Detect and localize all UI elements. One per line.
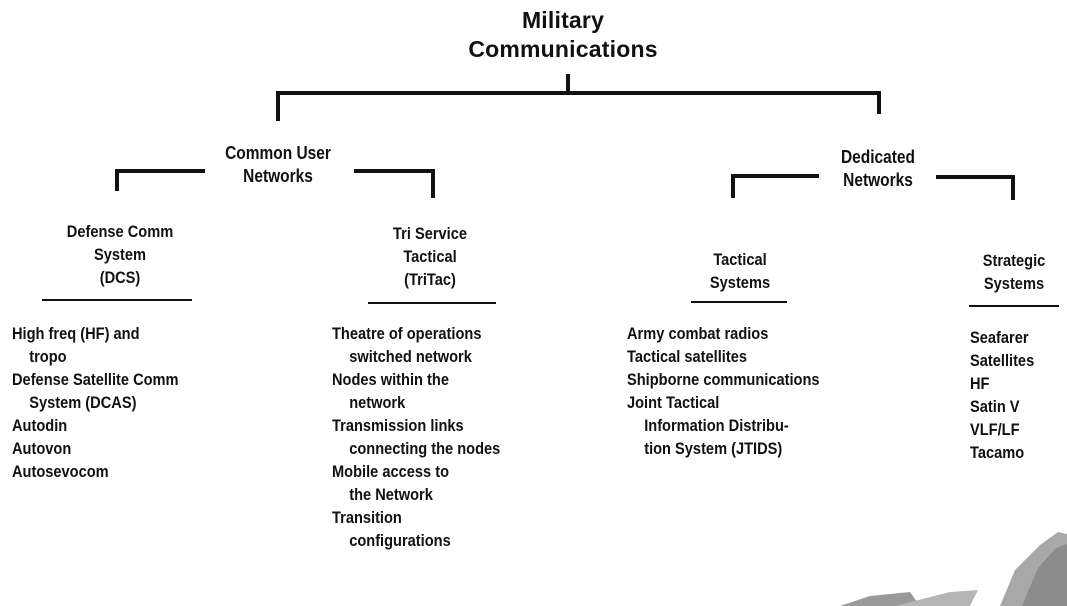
- list-item: Autodin: [12, 416, 68, 435]
- strategic-heading-line-1: Strategic: [982, 251, 1046, 270]
- dedicated-label-line-1: Dedicated: [841, 147, 915, 167]
- list-item: Tacamo: [970, 443, 1025, 462]
- list-item: Information Distribu-: [644, 416, 789, 435]
- strategic-heading-line-2: Systems: [983, 274, 1045, 293]
- title-line-1: Military: [521, 7, 605, 33]
- list-item: switched network: [349, 347, 472, 366]
- dcs-item-list: High freq (HF) and tropo Defense Satelli…: [12, 322, 179, 483]
- dcs-heading-line-2: System: [93, 245, 147, 264]
- list-item: network: [349, 393, 406, 412]
- tritac-heading-line-3: (TriTac): [404, 270, 456, 289]
- list-item: Autovon: [12, 439, 72, 458]
- list-item: Satellites: [970, 351, 1035, 370]
- strategic-heading-rule: [969, 305, 1059, 307]
- list-item: HF: [970, 374, 990, 393]
- dcs-heading: Defense Comm System (DCS): [34, 220, 206, 289]
- list-item: Satin V: [970, 397, 1020, 416]
- title-line-2: Communications: [468, 36, 658, 62]
- tactical-item-list: Army combat radios Tactical satellites S…: [627, 322, 820, 460]
- tritac-heading-line-2: Tactical: [403, 247, 457, 266]
- list-item: Shipborne communications: [627, 370, 820, 389]
- list-item: Joint Tactical: [627, 393, 720, 412]
- list-item: System (DCAS): [29, 393, 137, 412]
- diagram-title: Military Communications: [433, 6, 693, 64]
- dedicated-networks-label: Dedicated Networks: [823, 146, 933, 192]
- common-user-networks-label: Common User Networks: [206, 142, 350, 188]
- list-item: the Network: [349, 485, 433, 504]
- list-item: High freq (HF) and: [12, 324, 140, 343]
- list-item: connecting the nodes: [349, 439, 501, 458]
- photo-fragment: [840, 532, 1067, 606]
- list-item: configurations: [349, 531, 451, 550]
- list-item: tropo: [29, 347, 67, 366]
- list-item: Defense Satellite Comm: [12, 370, 179, 389]
- list-item: Theatre of operations: [332, 324, 482, 343]
- strategic-item-list: Seafarer Satellites HF Satin V VLF/LF Ta…: [970, 326, 1034, 464]
- tactical-heading-rule: [691, 301, 787, 303]
- dcs-heading-line-1: Defense Comm: [66, 222, 174, 241]
- list-item: Tactical satellites: [627, 347, 748, 366]
- list-item: Transition: [332, 508, 402, 527]
- dcs-heading-line-3: (DCS): [99, 268, 141, 287]
- tactical-heading-line-2: Systems: [709, 273, 771, 292]
- tritac-heading-line-1: Tri Service: [393, 224, 467, 243]
- common-label-line-2: Networks: [243, 166, 313, 186]
- dedicated-label-line-2: Networks: [843, 170, 913, 190]
- strategic-heading: Strategic Systems: [971, 249, 1057, 295]
- tritac-heading-rule: [368, 302, 496, 304]
- list-item: Transmission links: [332, 416, 464, 435]
- list-item: Nodes within the: [332, 370, 449, 389]
- tritac-heading: Tri Service Tactical (TriTac): [344, 222, 516, 291]
- tactical-heading-line-1: Tactical: [713, 250, 767, 269]
- list-item: tion System (JTIDS): [644, 439, 783, 458]
- list-item: Seafarer: [970, 328, 1029, 347]
- list-item: Army combat radios: [627, 324, 769, 343]
- tactical-heading: Tactical Systems: [680, 248, 800, 294]
- common-label-line-1: Common User: [225, 143, 331, 163]
- list-item: VLF/LF: [970, 420, 1020, 439]
- dcs-heading-rule: [42, 299, 192, 301]
- tritac-item-list: Theatre of operations switched network N…: [332, 322, 500, 552]
- list-item: Autosevocom: [12, 462, 109, 481]
- list-item: Mobile access to: [332, 462, 450, 481]
